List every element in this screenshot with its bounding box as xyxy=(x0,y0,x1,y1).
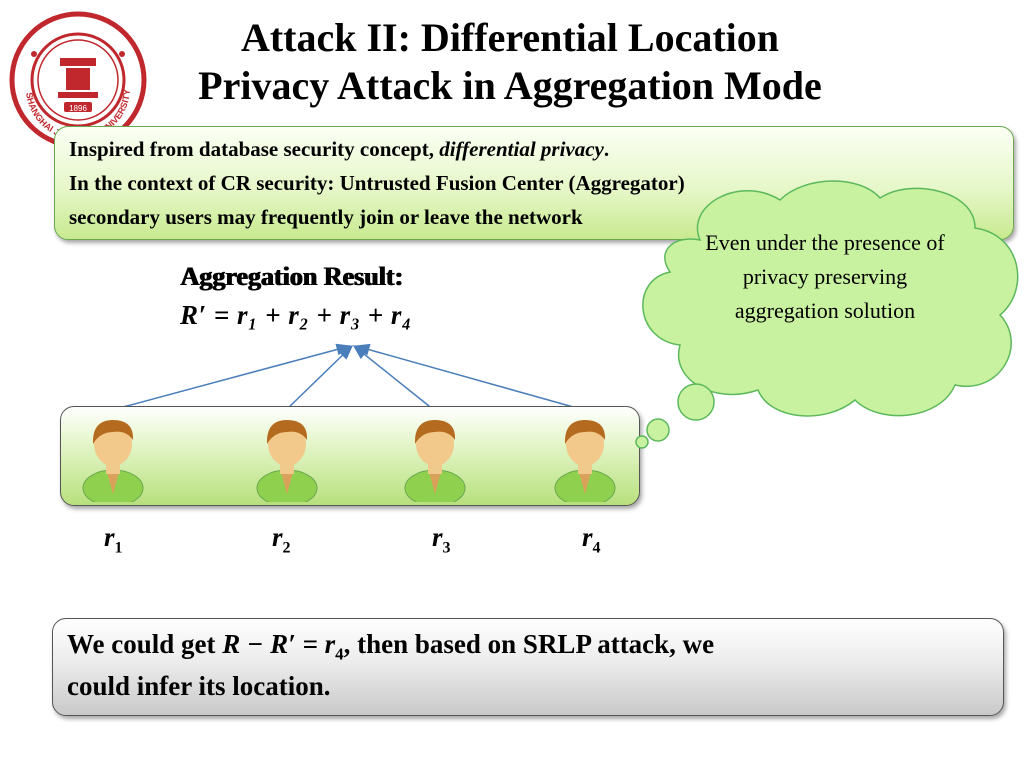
info-line-1: Inspired from database security concept,… xyxy=(69,137,609,162)
conclusion-suffix: , then based on SRLP attack, we xyxy=(343,629,715,659)
callout-text: Even under the presence of privacy prese… xyxy=(705,230,945,323)
conclusion-math: R − R′ = r4 xyxy=(222,629,344,664)
title-line-2: Privacy Attack in Aggregation Mode xyxy=(198,63,822,108)
info-line-1-suffix: . xyxy=(603,137,610,161)
users-box xyxy=(60,406,640,506)
arrow-user-3 xyxy=(352,345,435,411)
title-line-1: Attack II: Differential Location xyxy=(240,15,780,60)
aggregation-label: Aggregation Result: xyxy=(180,262,403,291)
thought-cloud-icon xyxy=(635,180,1019,449)
logo-year: 1896 xyxy=(69,104,87,113)
info-line-3: secondary users may frequently join or l… xyxy=(69,205,583,229)
user-label-r3: r3 xyxy=(432,522,451,557)
user-label-r4: r4 xyxy=(582,522,601,557)
info-line-1-emphasis: differential privacy xyxy=(439,137,604,161)
info-line-1-prefix: Inspired from database security concept, xyxy=(69,137,440,161)
info-line-2: In the context of CR security: Untrusted… xyxy=(69,171,685,195)
user-icon xyxy=(82,420,144,502)
user-icon xyxy=(404,420,466,502)
conclusion-box: We could get R − R′ = r4, then based on … xyxy=(52,618,1004,716)
conclusion-prefix: We could get xyxy=(67,629,223,659)
user-icon xyxy=(554,420,616,502)
aggregation-equation: R′ = r₁ + r₂ + r₃ + r₄ xyxy=(180,300,412,330)
user-icon xyxy=(256,420,318,502)
arrow-user-1 xyxy=(111,343,352,411)
conclusion-line-1: We could get R − R′ = r4, then based on … xyxy=(67,629,714,664)
user-label-r1: r1 xyxy=(104,522,123,557)
user-label-r2: r2 xyxy=(272,522,291,557)
conclusion-line-2: could infer its location. xyxy=(67,671,331,701)
slide-title: Attack II: Differential Location Privacy… xyxy=(150,14,870,110)
arrow-user-2 xyxy=(285,344,354,411)
arrow-user-4 xyxy=(354,343,585,411)
